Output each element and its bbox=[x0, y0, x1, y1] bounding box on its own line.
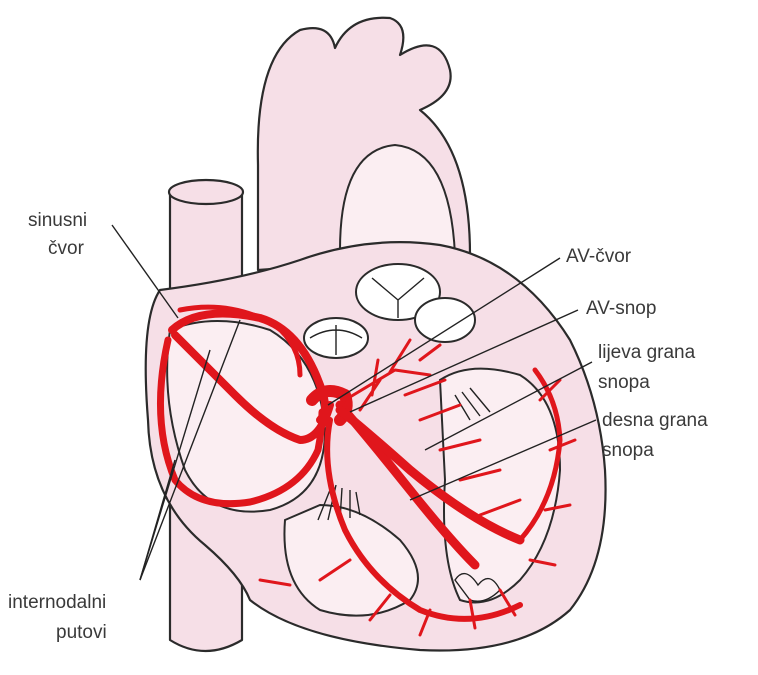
label-av-snop: AV-snop bbox=[586, 298, 656, 319]
aorta bbox=[258, 18, 470, 270]
label-cvor: čvor bbox=[48, 238, 85, 259]
label-sinusni: sinusni bbox=[28, 210, 87, 231]
leader-sinusni bbox=[112, 225, 178, 318]
label-putovi: putovi bbox=[56, 622, 107, 643]
label-av-cvor: AV-čvor bbox=[566, 246, 632, 267]
label-desna-grana: desna grana bbox=[602, 410, 708, 431]
label-lijeva-grana: lijeva grana bbox=[598, 342, 696, 363]
label-desna-snopa: snopa bbox=[602, 440, 654, 461]
label-lijeva-snopa: snopa bbox=[598, 372, 650, 393]
label-internodalni: internodalni bbox=[8, 592, 106, 613]
